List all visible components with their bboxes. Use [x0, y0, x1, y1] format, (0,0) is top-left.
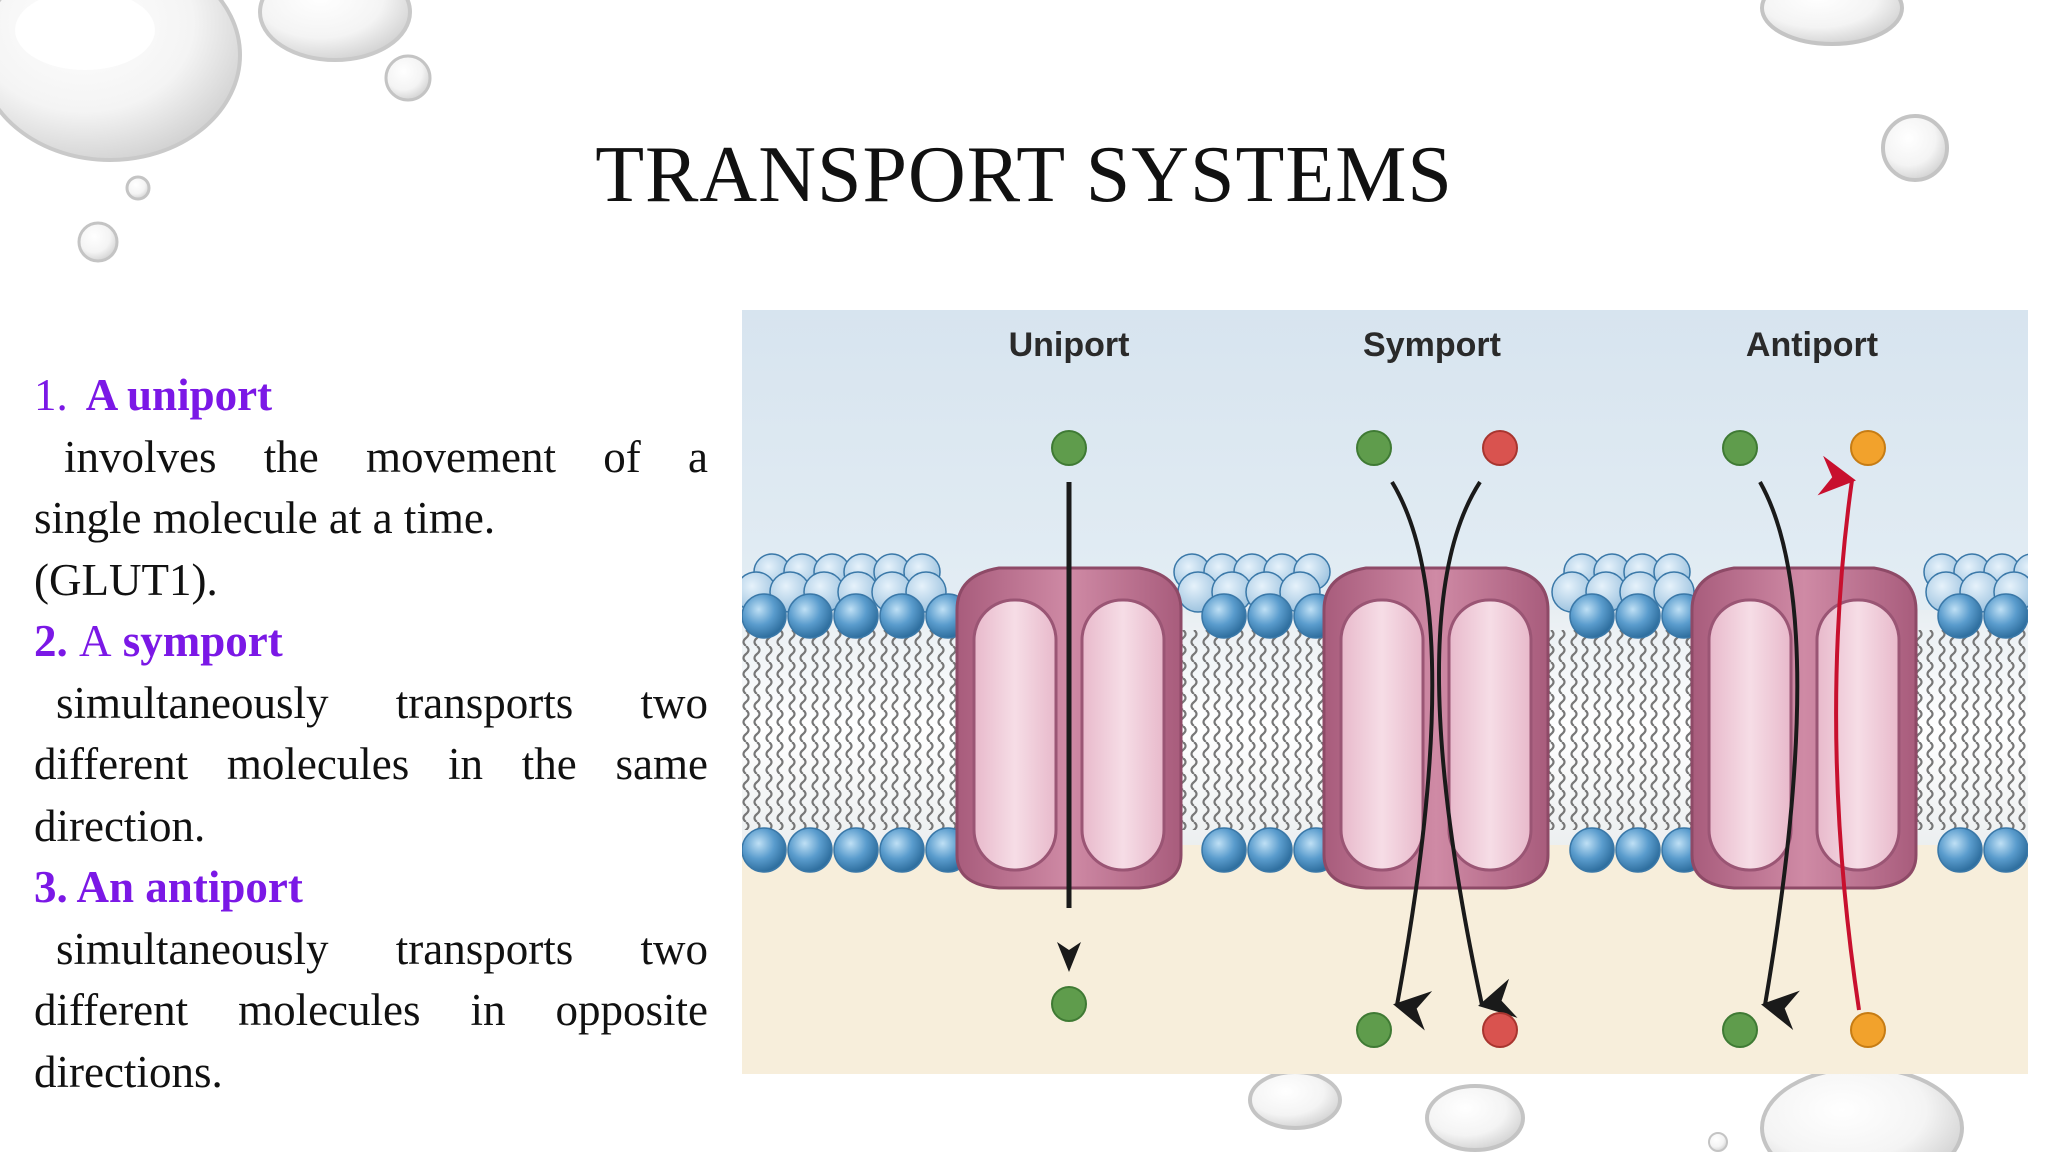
lipid-head	[879, 827, 925, 873]
lipid-head	[1247, 827, 1293, 873]
description-line: simultaneously transports two	[56, 923, 708, 974]
water-droplet	[258, 0, 412, 62]
symport-heading: 2. A symport	[34, 611, 708, 673]
lipid-head	[1569, 593, 1615, 639]
green-molecule	[1051, 986, 1087, 1022]
green-molecule	[1356, 1012, 1392, 1048]
green-molecule	[1051, 430, 1087, 466]
lipid-head	[1983, 827, 2028, 873]
green-molecule	[1722, 1012, 1758, 1048]
uniport-arrowhead	[1057, 942, 1081, 972]
green-molecule	[1356, 430, 1392, 466]
antiport-protein	[1690, 566, 1918, 890]
water-droplet	[1425, 1084, 1525, 1152]
description-line: different molecules in the same	[34, 739, 708, 789]
symport-label: Symport	[1363, 326, 1501, 364]
description-line: direction.	[34, 800, 206, 851]
description-line: involves the movement of a	[64, 431, 708, 482]
item-article: A	[79, 616, 112, 666]
lipid-head	[1247, 593, 1293, 639]
antiport-arrow-inward	[1758, 481, 1800, 1031]
orange-molecule	[1850, 430, 1886, 466]
antiport-label: Antiport	[1746, 326, 1878, 364]
lipid-head	[742, 593, 787, 639]
symport-arrow-red	[1437, 480, 1518, 1018]
antiport-heading: 3. An antiport	[34, 857, 708, 919]
lipid-head	[879, 593, 925, 639]
item-number: 1.	[34, 370, 68, 420]
water-droplet	[1708, 1132, 1728, 1152]
description-line: (GLUT1).	[34, 554, 218, 605]
water-droplet	[1248, 1070, 1342, 1130]
molecules	[1051, 430, 1886, 1048]
uniport-label: Uniport	[1009, 326, 1130, 364]
symport-protein	[1322, 566, 1550, 890]
lipid-head	[833, 593, 879, 639]
item-term: A uniport	[85, 370, 273, 420]
symport-arrow-green	[1390, 480, 1435, 1031]
membrane-diagram: Uniport Symport Antiport	[742, 310, 2028, 1074]
description-line: simultaneously transports two	[56, 677, 708, 728]
lipid-head	[833, 827, 879, 873]
transport-diagram: Uniport Symport Antiport	[742, 310, 2028, 1074]
symport-description: simultaneously transports two different …	[34, 673, 708, 858]
lipid-head	[787, 593, 833, 639]
description-line: directions.	[34, 1046, 223, 1097]
uniport-description: involves the movement of a single molecu…	[34, 427, 708, 612]
item-number: 3.	[34, 862, 68, 912]
lipid-head	[1569, 827, 1615, 873]
water-droplet	[77, 221, 119, 263]
lipid-head	[1937, 593, 1983, 639]
item-term: An antiport	[76, 862, 303, 912]
inner-lipid-heads	[742, 827, 2028, 873]
description-line: different molecules in opposite	[34, 985, 708, 1035]
antiport-description: simultaneously transports two different …	[34, 919, 708, 1104]
lipid-head	[1937, 827, 1983, 873]
lipid-head	[742, 827, 787, 873]
transport-types-list: 1. A uniport involves the movement of a s…	[34, 365, 708, 1103]
water-droplet	[1760, 0, 1904, 46]
item-term: symport	[122, 616, 283, 666]
slide-title: TRANSPORT SYSTEMS	[595, 131, 1453, 219]
lipid-head	[1201, 827, 1247, 873]
description-line: single molecule at a time.	[34, 493, 496, 543]
green-molecule	[1722, 430, 1758, 466]
lipid-head	[787, 827, 833, 873]
water-droplet	[384, 54, 432, 102]
lipid-head	[1615, 593, 1661, 639]
lipid-head	[1201, 593, 1247, 639]
uniport-heading: 1. A uniport	[34, 365, 708, 427]
water-droplet	[1760, 1066, 1964, 1152]
item-number: 2.	[34, 616, 68, 666]
lipid-head	[1615, 827, 1661, 873]
antiport-arrow-outward	[1817, 455, 1861, 1011]
red-molecule	[1482, 430, 1518, 466]
red-molecule	[1482, 1012, 1518, 1048]
lipid-head	[1983, 593, 2028, 639]
orange-molecule	[1850, 1012, 1886, 1048]
